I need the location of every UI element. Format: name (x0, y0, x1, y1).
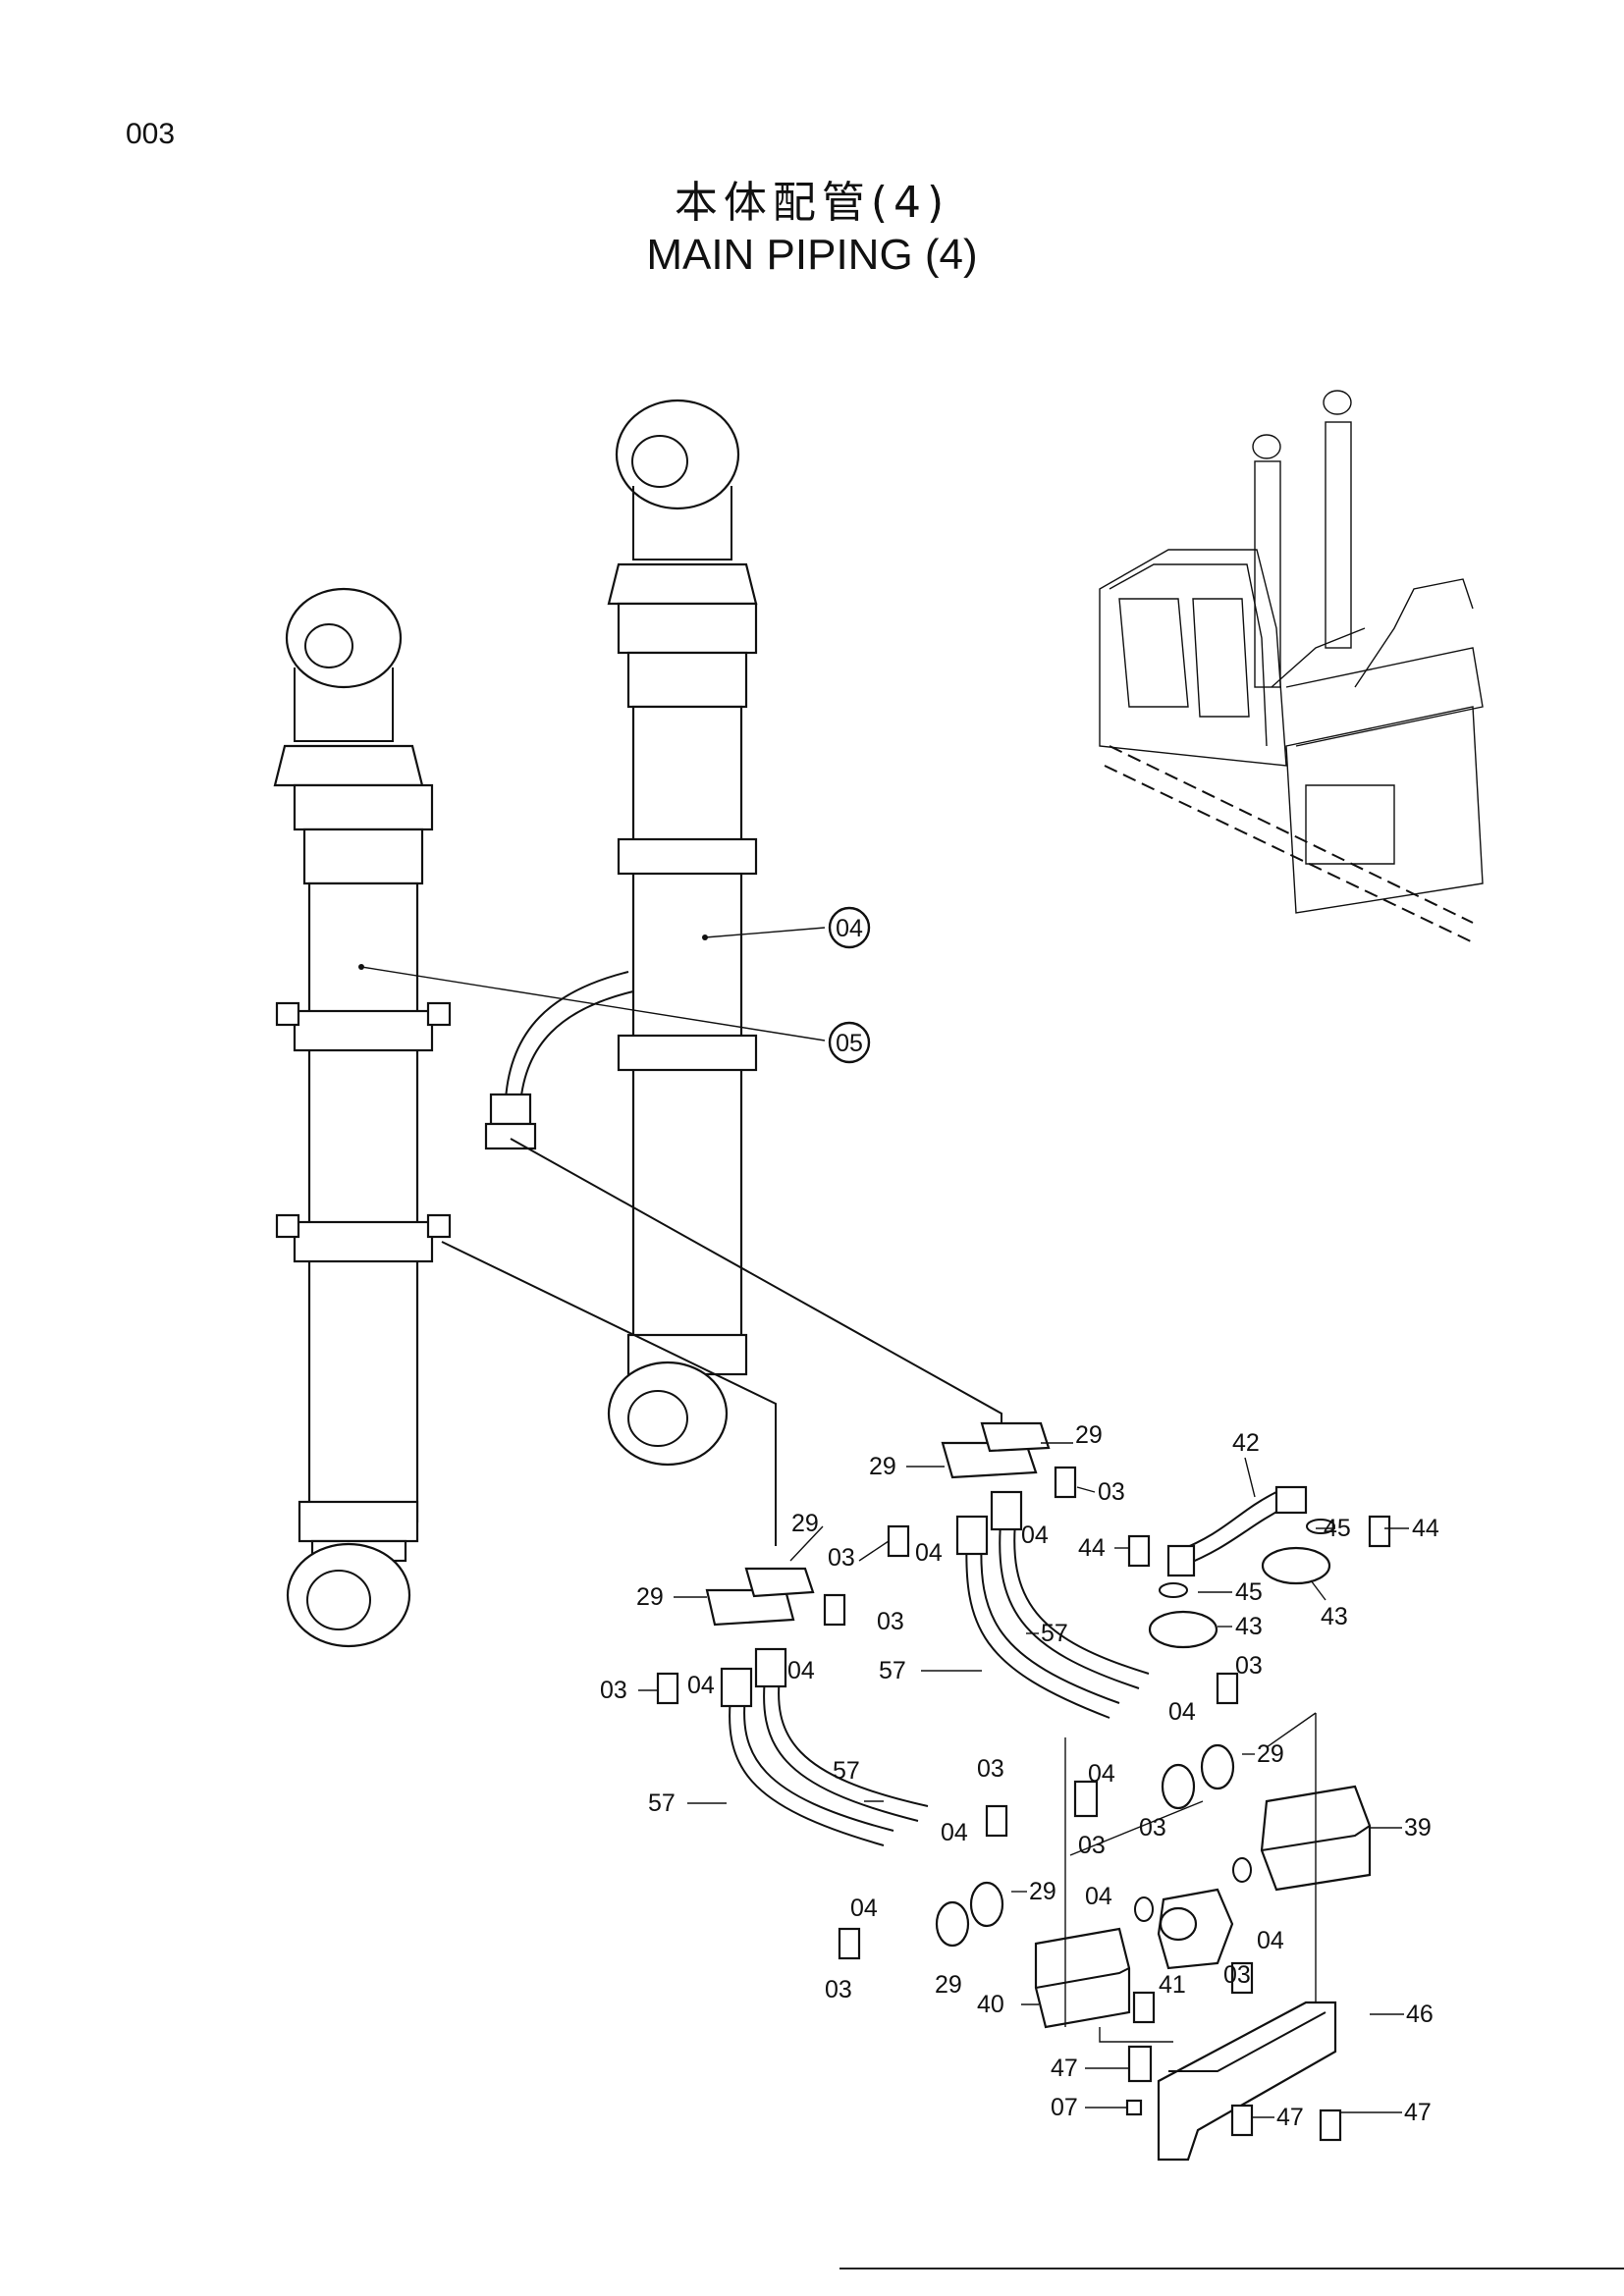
label-29a: 29 (1075, 1421, 1103, 1449)
label-03h: 03 (1139, 1814, 1166, 1842)
label-41: 41 (1159, 1971, 1186, 1999)
label-04h: 04 (850, 1895, 878, 1922)
label-29b: 29 (869, 1453, 896, 1480)
label-03b: 03 (828, 1544, 855, 1572)
callout-04-text: 04 (836, 915, 863, 942)
label-57a: 57 (1041, 1620, 1068, 1647)
label-04b: 04 (915, 1539, 943, 1567)
page-title-english: MAIN PIPING (4) (646, 231, 978, 279)
label-04i: 04 (1085, 1883, 1112, 1910)
callout-05-text: 05 (836, 1030, 863, 1057)
label-46: 46 (1406, 2001, 1434, 2028)
label-03j: 03 (825, 1976, 852, 2003)
label-47c: 47 (1404, 2099, 1432, 2126)
callout-05: 05 (828, 1021, 871, 1064)
label-43a: 43 (1321, 1603, 1348, 1630)
label-39: 39 (1404, 1814, 1432, 1842)
label-03f: 03 (977, 1755, 1004, 1783)
page-number: 003 (126, 118, 176, 150)
footer-rule (839, 2268, 1624, 2269)
left-cylinder (273, 587, 452, 1648)
label-47a: 47 (1051, 2055, 1078, 2082)
label-04j: 04 (1257, 1927, 1284, 1954)
label-57c: 57 (833, 1757, 860, 1785)
label-04c: 04 (787, 1657, 815, 1684)
label-45b: 45 (1235, 1578, 1263, 1606)
label-03g: 03 (1078, 1832, 1106, 1859)
machine-inset (1099, 390, 1484, 943)
label-07: 07 (1051, 2094, 1078, 2121)
page-title-japanese: 本体配管(4) (674, 178, 950, 228)
label-04e: 04 (1168, 1698, 1196, 1726)
label-57b: 57 (879, 1657, 906, 1684)
part-labels: 42 45 45 44 44 43 43 29 29 29 29 29 29 2… (600, 1421, 1439, 2131)
label-04g: 04 (941, 1819, 968, 1846)
hoses (705, 1421, 1308, 1846)
label-29g: 29 (935, 1971, 962, 1999)
label-29c: 29 (791, 1510, 819, 1537)
label-42: 42 (1232, 1429, 1260, 1457)
label-29f: 29 (1029, 1878, 1056, 1905)
label-03c: 03 (877, 1608, 904, 1635)
label-40: 40 (977, 1991, 1004, 2018)
label-04d: 04 (687, 1672, 715, 1699)
callout-04: 04 (828, 906, 871, 949)
label-03i: 03 (1223, 1961, 1251, 1989)
label-04a: 04 (1021, 1522, 1049, 1549)
label-29e: 29 (1257, 1740, 1284, 1768)
label-03a: 03 (1098, 1478, 1125, 1506)
label-04f: 04 (1088, 1760, 1115, 1788)
callout-leaders (358, 927, 826, 1041)
label-43b: 43 (1235, 1613, 1263, 1640)
label-44a: 44 (1412, 1515, 1439, 1542)
label-44b: 44 (1078, 1534, 1106, 1562)
valve-blocks (656, 1466, 1391, 2162)
label-03e: 03 (1235, 1652, 1263, 1680)
label-47b: 47 (1276, 2104, 1304, 2131)
label-57d: 57 (648, 1789, 676, 1817)
center-cylinder (607, 399, 758, 1467)
label-29d: 29 (636, 1583, 664, 1611)
label-03d: 03 (600, 1677, 627, 1704)
